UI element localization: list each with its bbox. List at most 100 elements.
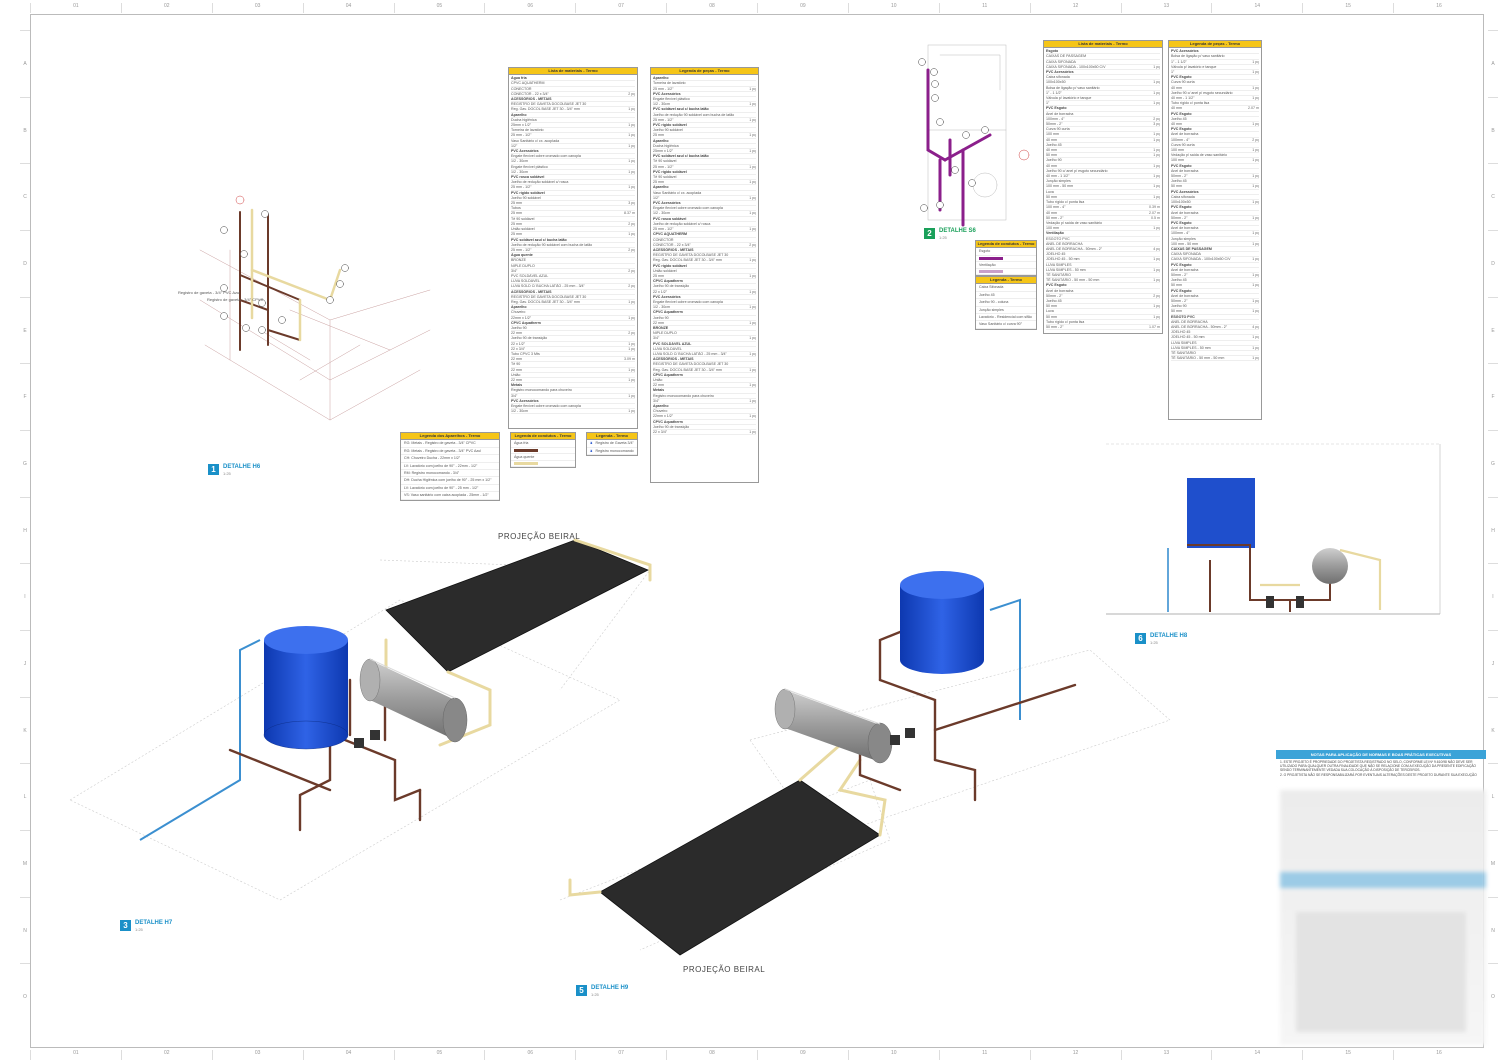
note-line: 2. O PROJETISTA NÃO SE RESPONSABILIZARÁ … bbox=[1280, 772, 1477, 777]
table-row: 22 x 1/2"1 pç bbox=[511, 341, 635, 347]
ruler-mark: 08 bbox=[666, 1050, 757, 1060]
ruler-mark: 02 bbox=[120, 1050, 212, 1060]
table-row: Caixa sifonada bbox=[1171, 195, 1259, 201]
table-row: 25 mm - 1/2"1 pç bbox=[511, 133, 635, 139]
detail-h7-drawing bbox=[69, 538, 652, 901]
ruler-mark: L bbox=[1488, 763, 1498, 830]
table-row: Vedação p/ saída de vaso sanitário bbox=[1171, 153, 1259, 159]
table-row: Tubo rígido c/ ponta lisa bbox=[1171, 101, 1259, 107]
table-row: 3/4"1 pç bbox=[653, 336, 756, 342]
table-row: Aparelho bbox=[653, 139, 756, 144]
table-row: PVC Acessórios bbox=[511, 149, 635, 155]
table-row: 50mm - 2"1 pç bbox=[1171, 174, 1259, 180]
table-row: Vaso Sanitário c/ cx. acoplada bbox=[511, 139, 635, 144]
table-row: 3/4"1 pç bbox=[653, 398, 756, 404]
legend-item: RG: Metais - Registro de gaveta - 3/4" P… bbox=[401, 448, 499, 456]
table-row: PVC Acessórios bbox=[653, 92, 756, 98]
table-row: Tê 90 bbox=[511, 362, 635, 368]
water-heater-h7 bbox=[359, 658, 468, 743]
table-row: Torneira de lavatório bbox=[511, 128, 635, 134]
table-row: NIPLE DUPLO bbox=[653, 331, 756, 337]
ruler-mark: 04 bbox=[302, 1050, 394, 1060]
table-row: Luva bbox=[1046, 309, 1160, 315]
table-row: REGISTRO DE GAVETA DOCOLBASE JET 30 bbox=[511, 102, 635, 108]
detail-h6-drawing bbox=[199, 195, 431, 421]
ruler-mark: F bbox=[1488, 363, 1498, 430]
table-row: Bolsa de ligação p/ vaso sanitário bbox=[1046, 86, 1160, 91]
ruler-mark: 06 bbox=[484, 1050, 575, 1060]
table-row: 3/4"1 pç bbox=[511, 393, 635, 399]
table-row: Chuveiro bbox=[653, 409, 756, 415]
table-row: ESGOTO PVC bbox=[1171, 315, 1259, 320]
ruler-mark: 05 bbox=[393, 1050, 485, 1060]
table-row: PVC rígido soldável bbox=[653, 264, 756, 269]
conduit-legend-h: Legenda de condutos - Termo Água fria Ág… bbox=[510, 432, 576, 469]
table-row: LUVA SOLD C/ BUCHA LATÃO - 25 mm - 3/4"1… bbox=[653, 351, 756, 358]
table-row: CONECTOR - 22 x 3/4"2 pç bbox=[653, 242, 756, 248]
table-row: Bolsa de ligação p/ vaso sanitário bbox=[1171, 54, 1259, 60]
table-row: BRONZE bbox=[511, 258, 635, 264]
legend-item: RG: Metais - Registro de gaveta - 3/4" C… bbox=[401, 440, 499, 448]
table-row: Joelho 90 c/ anel p/ esgoto secundário bbox=[1171, 91, 1259, 97]
legend-item: Caixa Sifonada bbox=[976, 284, 1036, 292]
table-row: PVC Esgoto bbox=[1046, 106, 1160, 112]
table-row: União soldável bbox=[653, 269, 756, 274]
table-row: PVC soldável azul c/ bucha latão bbox=[653, 107, 756, 113]
table-row: Chuveiro bbox=[511, 310, 635, 316]
table-row: PVC Acessórios bbox=[1046, 70, 1160, 76]
table-row: LUVA SOLDÁVEL bbox=[653, 347, 756, 352]
table-row: PVC Acessórios bbox=[653, 201, 756, 207]
solar-panel-h9 bbox=[599, 779, 881, 956]
table-row: Água quente bbox=[511, 253, 635, 259]
table-row: Joelho de redução 90 soldável com bucha … bbox=[653, 113, 756, 118]
note-line: UTILIZADO PARA QUALQUER OUTRA FINALIDADE… bbox=[1280, 764, 1476, 769]
table-row: Anel de borracha bbox=[1171, 211, 1259, 216]
table-row: REGISTRO DE GAVETA DOCOLBASE JET 30 bbox=[653, 253, 756, 259]
table-row: 25 mm - 1/2"1 pç bbox=[653, 117, 756, 124]
table-row: 25mm x 1/2"1 pç bbox=[653, 149, 756, 155]
table-row: PVC soldável azul c/ bucha latão bbox=[653, 154, 756, 160]
table-row: 40 mm - 1 1/2"1 pç bbox=[1171, 96, 1259, 102]
table-row: 22 x 1/2"1 pç bbox=[653, 289, 756, 295]
ruler-mark: G bbox=[1488, 430, 1498, 497]
table-row: CAIXAS DE PASSAGEM bbox=[1171, 247, 1259, 253]
legend-item: Lavatório - Residencial com sifão bbox=[976, 314, 1036, 322]
ruler-mark: 09 bbox=[757, 1050, 848, 1060]
table-row: Joelho 45 bbox=[1046, 299, 1160, 305]
table-row: Tubo rígido c/ ponta lisa bbox=[1046, 320, 1160, 325]
table-row: Curva 90 curta bbox=[1171, 143, 1259, 149]
legend-gate-valve: ⧗Registro de Gaveta 3/4" bbox=[587, 440, 637, 448]
table-row: Anel de borracha bbox=[1171, 226, 1259, 232]
table-row: TÊ SANITÁRIO bbox=[1046, 273, 1160, 279]
table-row: NIPLE DUPLO bbox=[511, 264, 635, 269]
table-row: Joelho 90 de transição bbox=[653, 425, 756, 431]
table-row: Joelho de redução soldável c/ rosca bbox=[653, 222, 756, 228]
table-row: PVC Esgoto bbox=[1046, 283, 1160, 289]
ruler-mark: C bbox=[20, 163, 30, 230]
table-row: Curva 90 curta bbox=[1171, 80, 1259, 86]
table-row: Joelho 45 bbox=[1171, 278, 1259, 284]
table-row: 25 mm - 1/2"1 pç bbox=[653, 164, 756, 170]
table-row: Metais bbox=[511, 383, 635, 389]
ruler-mark: 01 bbox=[30, 3, 121, 13]
table-row: CPVC Aquatherm bbox=[653, 373, 756, 378]
